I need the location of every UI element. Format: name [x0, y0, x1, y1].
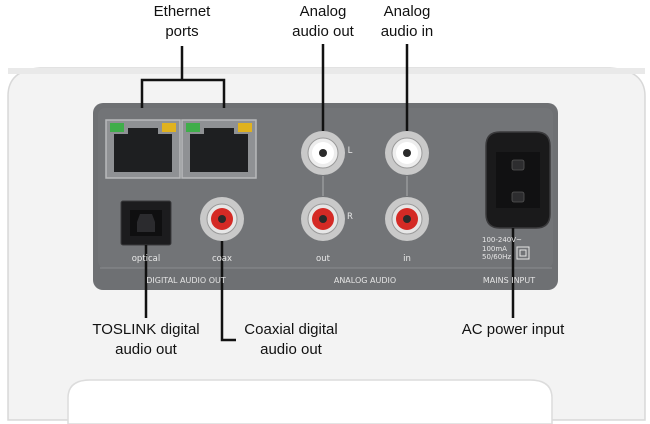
label-in: in: [403, 254, 411, 264]
device-base-cutout: [67, 379, 553, 424]
pointer-ethernet: [140, 46, 226, 108]
analog-out-right-port: [301, 197, 345, 241]
power-rating-current: 100mA: [482, 244, 507, 253]
analog-in-right-port: [385, 197, 429, 241]
callout-analog-out-line2: audio out: [292, 23, 354, 40]
callout-ac-power-line1: AC power input: [461, 321, 565, 338]
callout-ethernet-line2: ports: [165, 23, 199, 40]
label-coax: coax: [211, 254, 233, 264]
label-channel-left: L: [347, 146, 353, 156]
callout-coaxial-line1: Coaxial digital: [244, 321, 338, 338]
power-rating-text: 100-240V~ 100mA 50/60Hz: [482, 236, 522, 262]
callout-coaxial: Coaxial digital audio out: [226, 320, 356, 360]
callout-coaxial-line2: audio out: [260, 341, 322, 358]
callout-ac-power: AC power input: [443, 320, 583, 340]
callout-ethernet-ports: Ethernet ports: [142, 2, 222, 42]
callout-analog-out-line1: Analog: [299, 3, 347, 20]
pointer-coaxial: [220, 241, 236, 342]
power-rating-voltage: 100-240V~: [482, 236, 522, 244]
callout-analog-in-line2: audio in: [380, 23, 434, 40]
coaxial-rca-port: [200, 197, 244, 241]
callout-analog-in-line1: Analog: [383, 3, 431, 20]
analog-out-left-port: [301, 131, 345, 175]
callout-analog-audio-out: Analog audio out: [283, 2, 363, 42]
power-rating-frequency: 50/60Hz: [482, 253, 512, 261]
ethernet-led-amber: [238, 123, 252, 132]
toslink-optical-port: [120, 200, 172, 246]
ethernet-port-1: [105, 119, 181, 179]
callout-analog-audio-in: Analog audio in: [367, 2, 447, 42]
ethernet-port-2: [181, 119, 257, 179]
callout-pointers: [140, 44, 515, 342]
ethernet-led-amber: [162, 123, 176, 132]
analog-in-left-port: [385, 131, 429, 175]
double-insulation-icon: [516, 246, 530, 260]
ethernet-led-green: [110, 123, 124, 132]
ac-power-inlet: [485, 131, 551, 229]
label-out: out: [316, 254, 330, 264]
device-top-edge: [8, 68, 645, 74]
ethernet-led-green: [186, 123, 200, 132]
section-mains-input: MAINS INPUT: [482, 276, 536, 285]
callout-toslink-line1: TOSLINK digital: [92, 321, 200, 338]
callout-ethernet-line1: Ethernet: [153, 3, 211, 20]
callout-toslink-line2: audio out: [115, 341, 177, 358]
label-optical: optical: [131, 254, 161, 264]
section-analog-audio: ANALOG AUDIO: [333, 276, 397, 285]
label-channel-right: R: [347, 212, 353, 222]
callout-toslink: TOSLINK digital audio out: [76, 320, 216, 360]
section-digital-audio-out: DIGITAL AUDIO OUT: [146, 276, 226, 285]
